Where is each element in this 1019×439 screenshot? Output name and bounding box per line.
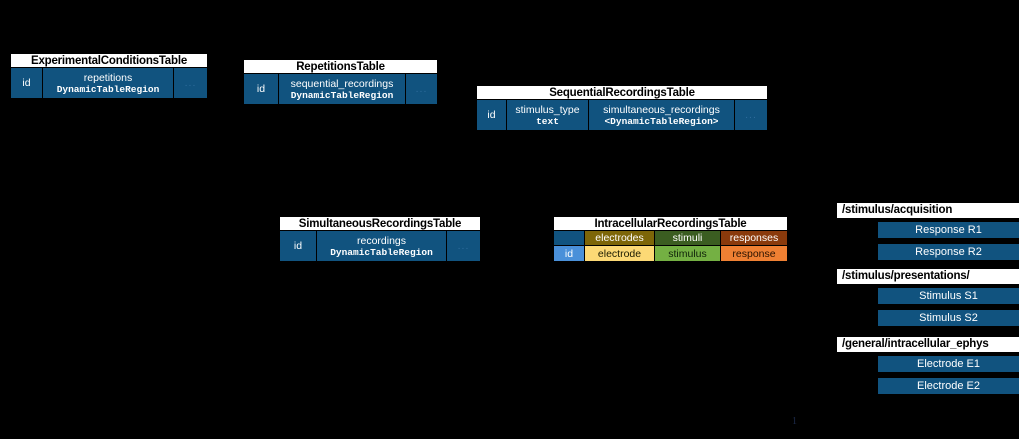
column-type: text bbox=[536, 115, 559, 127]
column-id: id bbox=[280, 231, 317, 261]
category-label: stimuli bbox=[672, 232, 703, 244]
group-item-response-r1: Response R1 bbox=[878, 222, 1019, 238]
column-id: id bbox=[477, 100, 507, 130]
column-name: ... bbox=[457, 240, 470, 252]
table-title: SimultaneousRecordingsTable bbox=[279, 216, 481, 231]
hdf5-group-stimulus-acquisition: /stimulus/acquisition Response R1 Respon… bbox=[837, 203, 1019, 260]
column-cell-response: response bbox=[721, 246, 787, 261]
column-name: id bbox=[487, 109, 496, 121]
table-experimental-conditions: ExperimentalConditionsTable id repetitio… bbox=[10, 53, 208, 99]
group-item-stimulus-s1: Stimulus S1 bbox=[878, 288, 1019, 304]
category-label: responses bbox=[729, 232, 779, 244]
table-intracellular-recordings: IntracellularRecordingsTable electrodes … bbox=[553, 216, 788, 262]
column-name: ... bbox=[415, 83, 428, 95]
category-cell-stimuli: stimuli bbox=[655, 231, 721, 246]
group-path-label: /general/intracellular_ephys bbox=[837, 337, 1019, 352]
column-cell-stimulus: stimulus bbox=[655, 246, 721, 261]
table-title: RepetitionsTable bbox=[243, 59, 438, 74]
column-type: DynamicTableRegion bbox=[290, 89, 394, 101]
column-label: stimulus bbox=[668, 247, 707, 260]
column-simultaneous-recordings: simultaneous_recordings <DynamicTableReg… bbox=[589, 100, 735, 130]
column-name: sequential_recordings bbox=[290, 77, 394, 90]
column-ellipsis: ... bbox=[406, 74, 437, 104]
column-type: <DynamicTableRegion> bbox=[604, 115, 719, 127]
column-label: response bbox=[732, 247, 776, 260]
column-name: repetitions bbox=[83, 71, 133, 84]
category-cell-responses: responses bbox=[721, 231, 787, 246]
table-sequential-recordings: SequentialRecordingsTable id stimulus_ty… bbox=[476, 85, 768, 131]
column-name: stimulus_type bbox=[515, 103, 580, 116]
category-row: electrodes stimuli responses bbox=[554, 231, 787, 246]
category-label: electrodes bbox=[595, 232, 644, 244]
table-columns: id repetitions DynamicTableRegion ... bbox=[10, 68, 208, 99]
category-cell-id bbox=[554, 231, 585, 246]
column-label: electrode bbox=[597, 247, 642, 260]
column-name: ... bbox=[184, 77, 197, 89]
column-id: id bbox=[244, 74, 279, 104]
hdf5-group-stimulus-presentations: /stimulus/presentations/ Stimulus S1 Sti… bbox=[837, 269, 1019, 326]
table-simultaneous-recordings: SimultaneousRecordingsTable id recording… bbox=[279, 216, 481, 262]
group-path-label: /stimulus/presentations/ bbox=[837, 269, 1019, 284]
column-name: id bbox=[256, 83, 266, 95]
table-columns: id sequential_recordings DynamicTableReg… bbox=[243, 74, 438, 105]
column-repetitions: repetitions DynamicTableRegion bbox=[43, 68, 174, 98]
column-cell-id: id bbox=[554, 246, 585, 261]
table-title: IntracellularRecordingsTable bbox=[553, 216, 788, 231]
table-repetitions: RepetitionsTable id sequential_recording… bbox=[243, 59, 438, 105]
group-item-electrode-e2: Electrode E2 bbox=[878, 378, 1019, 394]
column-ellipsis: ... bbox=[174, 68, 207, 98]
group-item-response-r2: Response R2 bbox=[878, 244, 1019, 260]
group-item-electrode-e1: Electrode E1 bbox=[878, 356, 1019, 372]
table-title: ExperimentalConditionsTable bbox=[10, 53, 208, 68]
table-grid: electrodes stimuli responses id electrod… bbox=[553, 231, 788, 262]
column-name: id bbox=[22, 77, 31, 89]
column-name: recordings bbox=[356, 234, 407, 247]
column-recordings: recordings DynamicTableRegion bbox=[317, 231, 447, 261]
column-stimulus-type: stimulus_type text bbox=[507, 100, 589, 130]
column-name: id bbox=[293, 240, 303, 252]
group-path-label: /stimulus/acquisition bbox=[837, 203, 1019, 218]
column-type: DynamicTableRegion bbox=[330, 246, 433, 258]
column-sequential-recordings: sequential_recordings DynamicTableRegion bbox=[279, 74, 406, 104]
column-name: ... bbox=[745, 109, 757, 121]
column-type: DynamicTableRegion bbox=[56, 83, 160, 95]
category-cell-electrodes: electrodes bbox=[585, 231, 655, 246]
table-title: SequentialRecordingsTable bbox=[476, 85, 768, 100]
column-name: simultaneous_recordings bbox=[603, 103, 720, 116]
column-cell-electrode: electrode bbox=[585, 246, 655, 261]
column-row: id electrode stimulus response bbox=[554, 246, 787, 261]
page-mark: 1 bbox=[792, 416, 797, 427]
column-ellipsis: ... bbox=[735, 100, 767, 130]
column-label: id bbox=[564, 247, 574, 260]
hdf5-group-general-intracellular-ephys: /general/intracellular_ephys Electrode E… bbox=[837, 337, 1019, 394]
table-columns: id recordings DynamicTableRegion ... bbox=[279, 231, 481, 262]
group-item-stimulus-s2: Stimulus S2 bbox=[878, 310, 1019, 326]
column-id: id bbox=[11, 68, 43, 98]
table-columns: id stimulus_type text simultaneous_recor… bbox=[476, 100, 768, 131]
column-ellipsis: ... bbox=[447, 231, 480, 261]
